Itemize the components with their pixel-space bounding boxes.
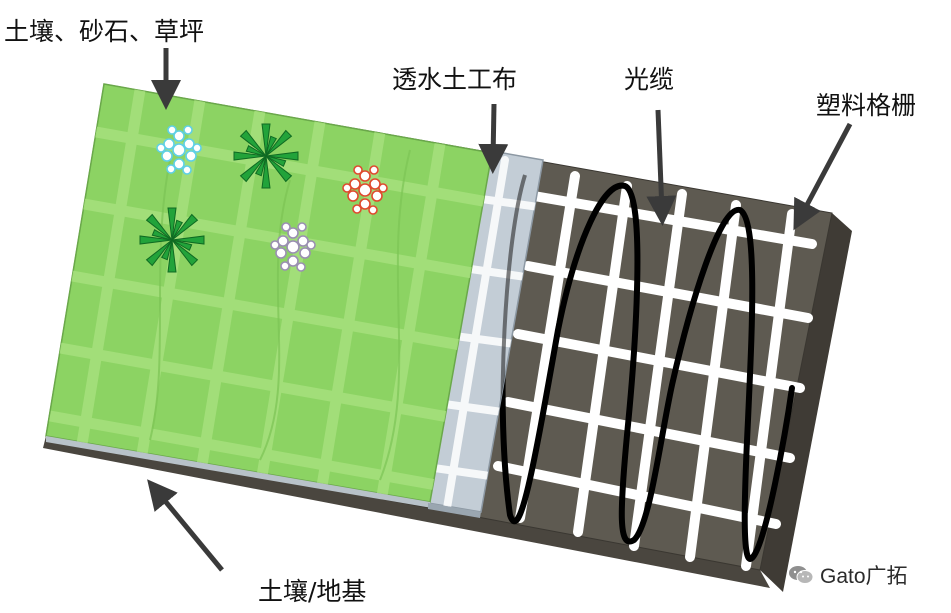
label-surface: 土壤、砂石、草坪 (4, 17, 205, 46)
soil-base-side (43, 436, 770, 588)
flower-icon (156, 125, 202, 175)
flower-icon (342, 165, 388, 215)
wechat-icon (789, 566, 814, 584)
label-geotextile: 透水土工布 (392, 65, 518, 94)
arrow-geotextile (478, 103, 509, 174)
arrow-geogrid (793, 122, 853, 231)
arrow-cable (646, 109, 677, 226)
grass-layer-edge (46, 436, 432, 508)
flower-icon (270, 222, 316, 272)
geotextile-edge (428, 503, 481, 518)
arrow-foundation (147, 479, 224, 572)
watermark-text: Gato广拓 (820, 565, 908, 588)
plant-icon (139, 207, 205, 273)
plant-icon (233, 123, 299, 189)
label-geogrid: 塑料格栅 (816, 91, 917, 120)
label-foundation: 土壤/地基 (258, 577, 367, 606)
label-cable: 光缆 (624, 65, 675, 94)
optical-cable (499, 171, 795, 562)
soil-base-end (760, 213, 852, 592)
watermark: Gato广拓 (788, 560, 908, 590)
